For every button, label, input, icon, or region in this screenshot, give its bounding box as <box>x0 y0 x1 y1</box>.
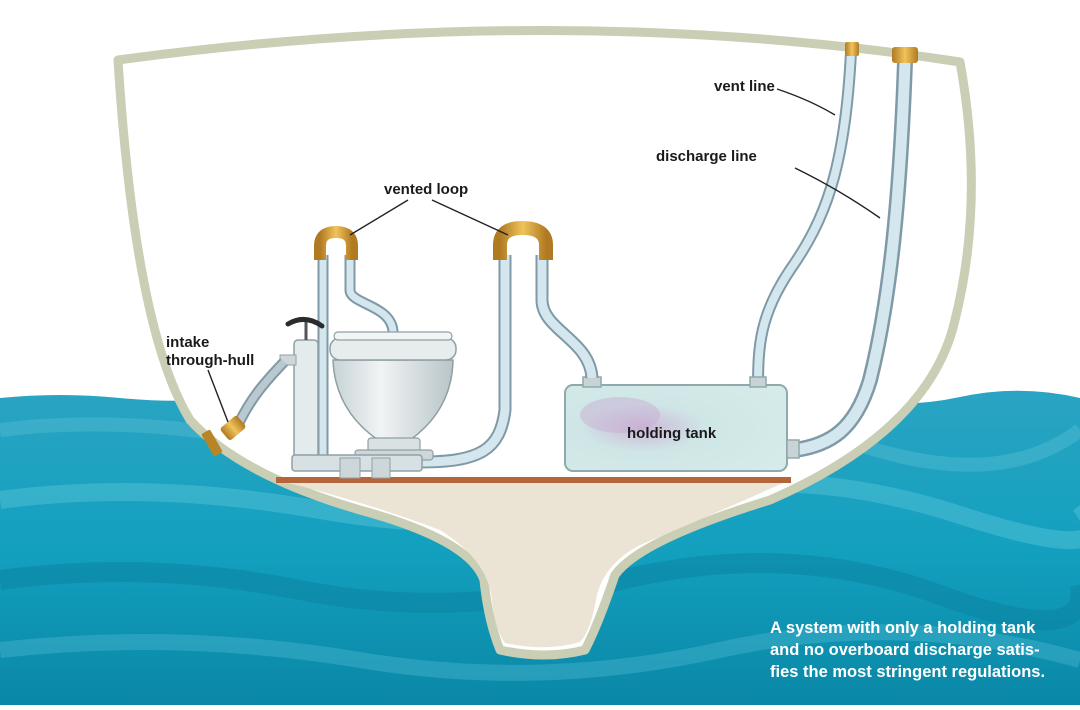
leader-vented-loop-right <box>431 199 509 236</box>
leader-discharge-line <box>794 167 881 219</box>
label-intake: intake through-hull <box>166 334 254 370</box>
label-intake-line2: through-hull <box>166 352 255 369</box>
caption-line-1: A system with only a holding tank <box>770 619 1036 637</box>
leader-vent-line <box>776 88 836 116</box>
holding-tank <box>564 376 800 472</box>
loop-hose-left <box>314 225 399 455</box>
discharge-fitting <box>892 47 918 63</box>
loop-hose-right <box>419 220 599 469</box>
leader-intake <box>207 369 229 423</box>
caption-line-3: fies the most stringent regulations. <box>770 663 1046 681</box>
cabin-floor <box>276 477 791 483</box>
vent-hose <box>752 46 857 394</box>
label-holding-tank: holding tank <box>627 425 717 442</box>
caption: A system with only a holding tank and no… <box>770 617 1070 683</box>
vented-loop-fitting-right <box>493 220 553 260</box>
intake-through-hull <box>201 358 288 457</box>
vented-loop-fitting-left <box>314 225 358 260</box>
hand-pump <box>279 317 423 479</box>
label-discharge-line: discharge line <box>656 148 757 165</box>
caption-line-2: and no overboard discharge satis- <box>770 641 1040 659</box>
label-intake-line1: intake <box>166 334 210 351</box>
label-vent-line: vent line <box>714 78 775 95</box>
discharge-hose <box>787 54 913 458</box>
label-vented-loop: vented loop <box>384 181 469 198</box>
leader-vented-loop-left <box>349 199 409 236</box>
leader-lines <box>207 88 881 423</box>
keel-bilge <box>276 480 790 648</box>
vent-fitting <box>845 42 859 56</box>
